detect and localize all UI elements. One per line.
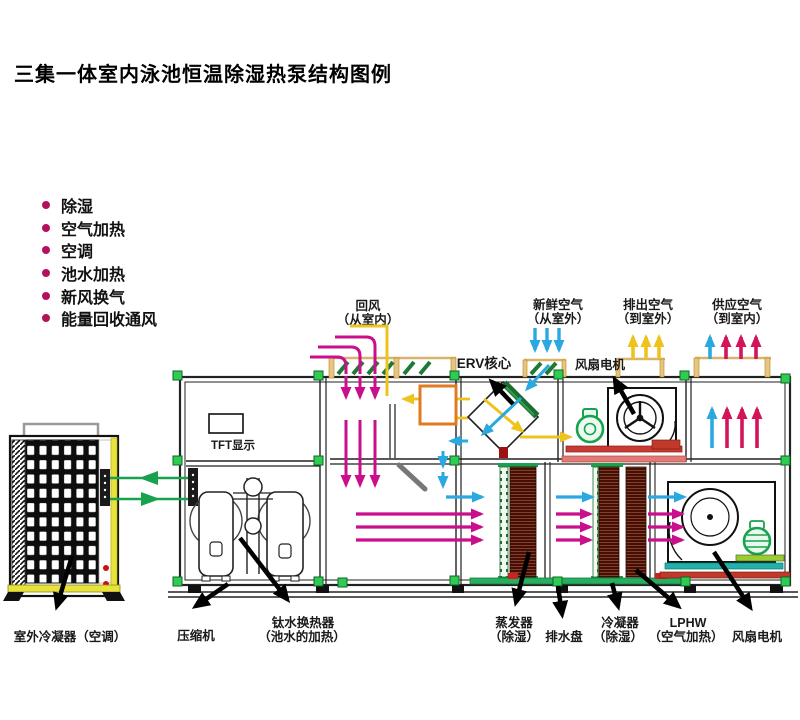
callout-evaporator: [511, 551, 532, 607]
evaporator-label: 蒸发器: [495, 615, 533, 630]
erv-core-label: ERV核心: [457, 355, 512, 371]
compressor-right: [266, 491, 304, 577]
evaporator-frame: [499, 466, 509, 578]
supply-plenum-arrows: [706, 406, 763, 448]
fresh-air-label: 新鲜空气: [533, 297, 584, 312]
bullet-icon: [42, 269, 50, 278]
callout-outdoor-condenser: [53, 555, 75, 611]
bypass-damper-box: [418, 384, 458, 426]
fan-motor-bottom-label: 风扇电机: [732, 629, 783, 644]
list-item: 空调: [42, 239, 157, 262]
fresh-air-arrows: [529, 328, 565, 353]
evaporator-sublabel: （除湿）: [489, 629, 539, 644]
bullet-icon: [42, 201, 50, 210]
fan-motor-top-label: 风扇电机: [575, 357, 626, 372]
outdoor-condenser-unit: [3, 422, 125, 601]
feature-label: 池水加热: [61, 267, 126, 285]
erv-section: [389, 363, 573, 492]
feature-label: 除湿: [61, 199, 94, 217]
feature-label: 空气加热: [61, 221, 126, 239]
callout-arrows: [53, 375, 753, 619]
callout-erv-core: [488, 378, 515, 406]
pipe-arrow-right: [141, 492, 160, 506]
feature-label: 空调: [61, 244, 94, 262]
pipe-connector: [100, 469, 110, 506]
component-labels: ERV核心 风扇电机 室外冷凝器（空调） 压缩机 钛水换热器 （池水的加热） 蒸…: [14, 355, 783, 644]
feature-label: 新风换气: [61, 289, 126, 307]
evaporator-coil: [509, 466, 537, 578]
supply-air-sublabel: （到室内）: [706, 311, 769, 326]
bullet-icon: [42, 246, 50, 255]
callout-compressor: [191, 582, 230, 609]
damper-blade: [396, 462, 428, 492]
lphw-label: LPHW: [670, 616, 707, 630]
lphw-sublabel: （空气加热）: [648, 629, 723, 644]
list-item: 除湿: [42, 194, 157, 217]
bullet-icon: [42, 314, 50, 323]
horizontal-airflow-arrows: [356, 491, 687, 546]
outdoor-condenser-label: 室外冷凝器（空调）: [14, 629, 127, 644]
callout-fan-motor-top: [612, 375, 636, 416]
feature-label: 能量回收通风: [61, 312, 158, 330]
compressor-left: [198, 491, 234, 577]
circulation-pump: [575, 414, 605, 444]
list-item: 新风换气: [42, 284, 157, 307]
condenser-coil-matrix: [25, 439, 100, 584]
condenser-label: 冷凝器: [601, 615, 639, 630]
page-title: 三集一体室内泳池恒温除湿热泵结构图例: [14, 64, 392, 86]
return-air-sublabel: （从室内）: [337, 312, 400, 327]
supply-air-label: 供应空气: [711, 297, 763, 312]
return-air-label: 回风: [355, 299, 381, 313]
exhaust-air-label: 排出空气: [623, 297, 674, 312]
top-louver-openings: [328, 356, 771, 379]
list-item: 空气加热: [42, 217, 157, 240]
frame-joint-nodes: [172, 369, 791, 588]
list-item: 能量回收通风: [42, 307, 157, 330]
pipe-arrow-left: [139, 471, 158, 485]
exhaust-fan-section: [561, 387, 687, 463]
compressor-label: 压缩机: [177, 628, 215, 643]
condenser-coil: [598, 466, 620, 578]
exhaust-air-sublabel: （到室外）: [617, 311, 680, 326]
bullet-icon: [42, 291, 50, 300]
callout-drain-pan: [552, 585, 569, 619]
fresh-air-sublabel: （从室外）: [527, 311, 590, 326]
list-item: 池水加热: [42, 262, 157, 285]
supply-air-arrows: [704, 334, 762, 359]
louver-blades: [336, 360, 432, 376]
bullet-icon: [42, 223, 50, 232]
callout-fan-motor-bottom: [712, 550, 753, 612]
drain-pan-label: 排水盘: [545, 629, 583, 644]
duct-labels: 回风 （从室内） 新鲜空气 （从室外） 排出空气 （到室外） 供应空气 （到室内…: [337, 297, 769, 327]
tft-display: [208, 413, 244, 434]
tft-display-label: TFT显示: [211, 439, 256, 452]
callout-titanium-hx: [238, 536, 291, 603]
callout-condenser: [606, 582, 623, 611]
callout-lphw: [634, 568, 682, 610]
condenser-sublabel: （除湿）: [593, 629, 643, 644]
control-compressor-section: TFT显示: [189, 413, 311, 582]
titanium-hx-sublabel: （池水的加热）: [258, 629, 346, 644]
refrigerant-pipes: [110, 468, 198, 506]
feature-list: 除湿 空气加热 空调 池水加热 新风换气 能量回收通风: [42, 194, 157, 330]
lphw-coil: [625, 466, 647, 578]
titanium-hx-label: 钛水换热器: [272, 615, 335, 630]
condenser-fins: [11, 439, 26, 586]
exhaust-air-arrows: [627, 334, 665, 359]
